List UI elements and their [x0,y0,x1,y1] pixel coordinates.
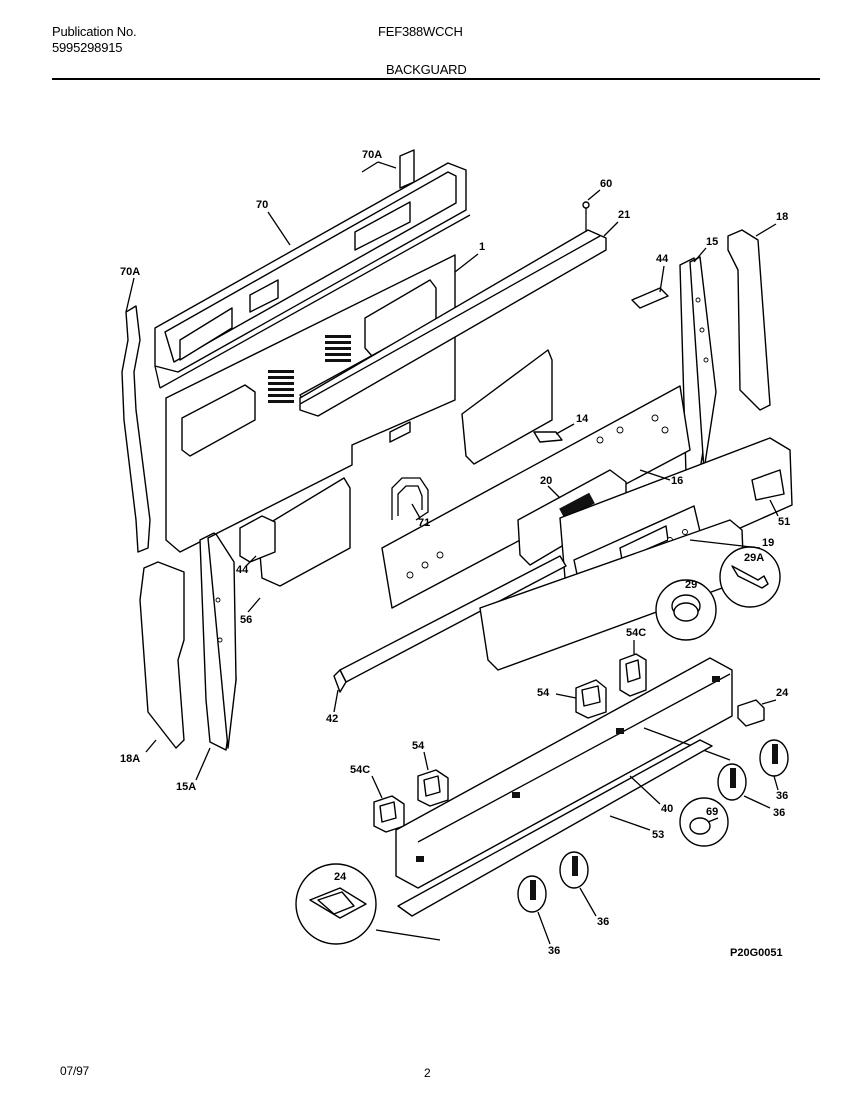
top-trim-rail-part [299,201,607,417]
label-36-r1: 36 [776,790,788,802]
label-1: 1 [479,241,485,253]
label-18: 18 [776,211,788,223]
label-29A: 29A [744,552,764,564]
label-19: 19 [762,537,774,549]
label-36-b1: 36 [597,916,609,928]
publication-label: Publication No. [52,24,137,39]
left-vent-end-part [121,305,151,553]
label-51: 51 [778,516,790,528]
knob-36-b1 [559,851,589,889]
heat-shield-part [397,739,713,917]
label-42: 42 [326,713,338,725]
model-number: FEF388WCCH [378,24,463,39]
knob-36-r1 [759,739,789,777]
switch-54-mid [575,679,607,719]
switch-54-low [417,769,449,807]
label-24-right: 24 [776,687,789,699]
sensor-part [533,431,563,443]
switch-54C-top [619,653,647,697]
label-44-left: 44 [236,564,249,576]
knob-inset-29 [655,579,717,641]
part-labels: 70A 70 70A 1 60 21 44 15 18 14 16 20 71 … [120,149,790,957]
label-44-top: 44 [656,253,669,265]
footer-date: 07/97 [60,1064,90,1078]
label-15: 15 [706,236,718,248]
label-54-mid: 54 [537,687,550,699]
label-60: 60 [600,178,612,190]
label-70: 70 [256,199,268,211]
control-board-part [381,385,691,609]
label-69: 69 [706,806,718,818]
vent-trim-part [154,149,471,389]
right-end-bracket-part [631,256,717,475]
right-end-cap-part [727,229,771,411]
control-bracket-part [395,657,733,889]
label-21: 21 [618,209,630,221]
switch-54C-low [373,795,405,833]
rocker-switch-24-right [737,699,765,727]
label-20: 20 [540,475,552,487]
lower-trim-part [333,555,567,693]
label-56: 56 [240,614,252,626]
knob-36-r2 [717,763,747,801]
label-40: 40 [661,803,673,815]
figure-code: P20G0051 [730,947,783,959]
label-36-b2: 36 [548,945,560,957]
label-29: 29 [685,579,697,591]
label-54C-top: 54C [626,627,646,639]
header-rule [52,78,820,80]
section-title: BACKGUARD [386,62,467,77]
label-16: 16 [671,475,683,487]
label-14: 14 [576,413,589,425]
label-15A: 15A [176,781,196,793]
label-70A-left: 70A [120,266,140,278]
knob-36-b2 [517,875,547,913]
label-54-low: 54 [412,740,425,752]
leader-lines [125,161,779,945]
label-36-r2: 36 [773,807,785,819]
rocker-inset-24 [295,863,441,945]
left-end-bracket-part [199,532,237,751]
publication-number: 5995298915 [52,40,123,55]
left-cover-part [239,477,351,587]
label-24-inset: 24 [334,871,347,883]
label-18A: 18A [120,753,140,765]
label-71: 71 [418,517,430,529]
footer-page-number: 2 [424,1066,431,1080]
label-70A-top: 70A [362,149,382,161]
right-cover-part [461,349,553,465]
left-end-cap-part [139,561,185,749]
label-53: 53 [652,829,664,841]
label-54C-low: 54C [350,764,370,776]
screw-inset-69 [679,797,729,847]
